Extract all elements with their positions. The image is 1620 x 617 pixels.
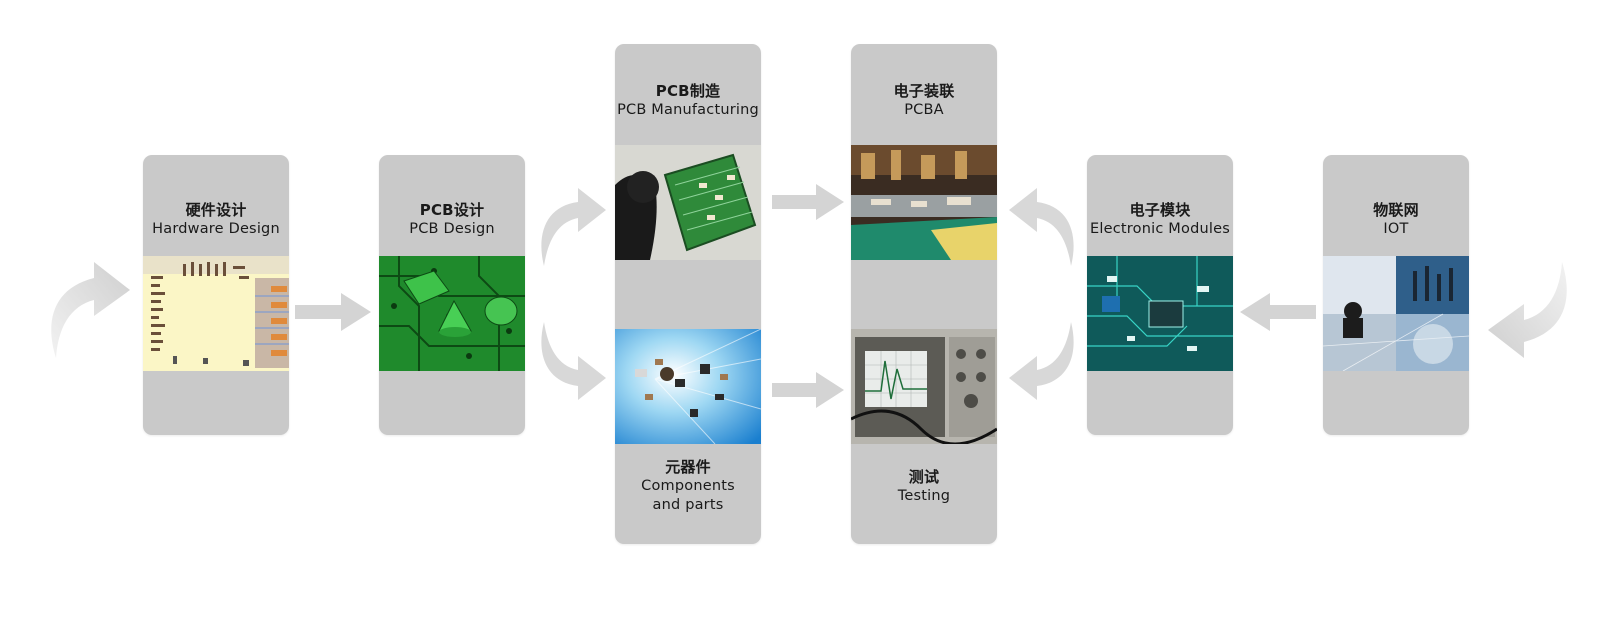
stage-title-en: PCBA (904, 102, 944, 118)
stage-card-iot: 物联网 IOT (1323, 155, 1469, 435)
stage-title-en: PCB Design (409, 221, 495, 237)
stage-label: 元器件 Components and parts (629, 458, 747, 515)
stage-label: 电子模块 Electronic Modules (1087, 201, 1233, 239)
curved-arrow-down-right-icon (541, 322, 606, 400)
components-image (615, 329, 761, 444)
stage-label: 测试 Testing (851, 468, 997, 506)
stage-title-en: Testing (897, 488, 951, 504)
pcba-image (851, 145, 997, 260)
stage-title-en: IOT (1383, 221, 1409, 237)
stage-label: 硬件设计 Hardware Design (143, 201, 289, 239)
stage-label: PCB制造 PCB Manufacturing (615, 82, 761, 120)
arrow-right-icon (772, 184, 844, 220)
stage-title-zh: 测试 (908, 468, 940, 486)
stage-label: PCB设计 PCB Design (379, 201, 525, 239)
curved-arrow-up-icon (51, 262, 130, 358)
stage-title-zh: PCB制造 (655, 82, 721, 100)
curved-arrow-up-right-icon (541, 188, 606, 266)
stage-title-zh: 硬件设计 (185, 201, 247, 219)
arrow-right-icon (772, 372, 844, 408)
pcb-manufacturing-image (615, 145, 761, 260)
stage-title-en: Electronic Modules (1090, 221, 1230, 237)
circuit-module-image (1087, 256, 1233, 371)
curved-arrow-down-left-icon (1488, 262, 1567, 358)
pcb-render-image (379, 256, 525, 371)
stage-title-en: Hardware Design (152, 221, 280, 237)
arrow-right-icon (295, 293, 371, 331)
stage-card-hardware-design: 硬件设计 Hardware Design (143, 155, 289, 435)
curved-arrow-down-left-icon (1009, 322, 1074, 400)
stage-title-zh: PCB设计 (419, 201, 485, 219)
stage-title-zh: 电子模块 (1129, 201, 1191, 219)
oscilloscope-image (851, 329, 997, 444)
stage-card-pcb-design: PCB设计 PCB Design (379, 155, 525, 435)
stage-card-pcba: 电子装联 PCBA (851, 44, 997, 544)
stage-title-en: Components and parts (641, 478, 735, 513)
iot-collage-image (1323, 256, 1469, 371)
stage-card-pcb-manufacturing: PCB制造 PCB Manufacturing (615, 44, 761, 544)
stage-card-electronic-modules: 电子模块 Electronic Modules (1087, 155, 1233, 435)
stage-title-zh: 元器件 (665, 458, 711, 476)
curved-arrow-up-left-icon (1009, 188, 1074, 266)
stage-title-en: PCB Manufacturing (617, 102, 759, 118)
stage-label: 物联网 IOT (1323, 201, 1469, 239)
schematic-image (143, 256, 289, 371)
stage-title-zh: 物联网 (1373, 201, 1419, 219)
stage-label: 电子装联 PCBA (851, 82, 997, 120)
stage-title-zh: 电子装联 (893, 82, 955, 100)
arrow-left-icon (1240, 293, 1316, 331)
